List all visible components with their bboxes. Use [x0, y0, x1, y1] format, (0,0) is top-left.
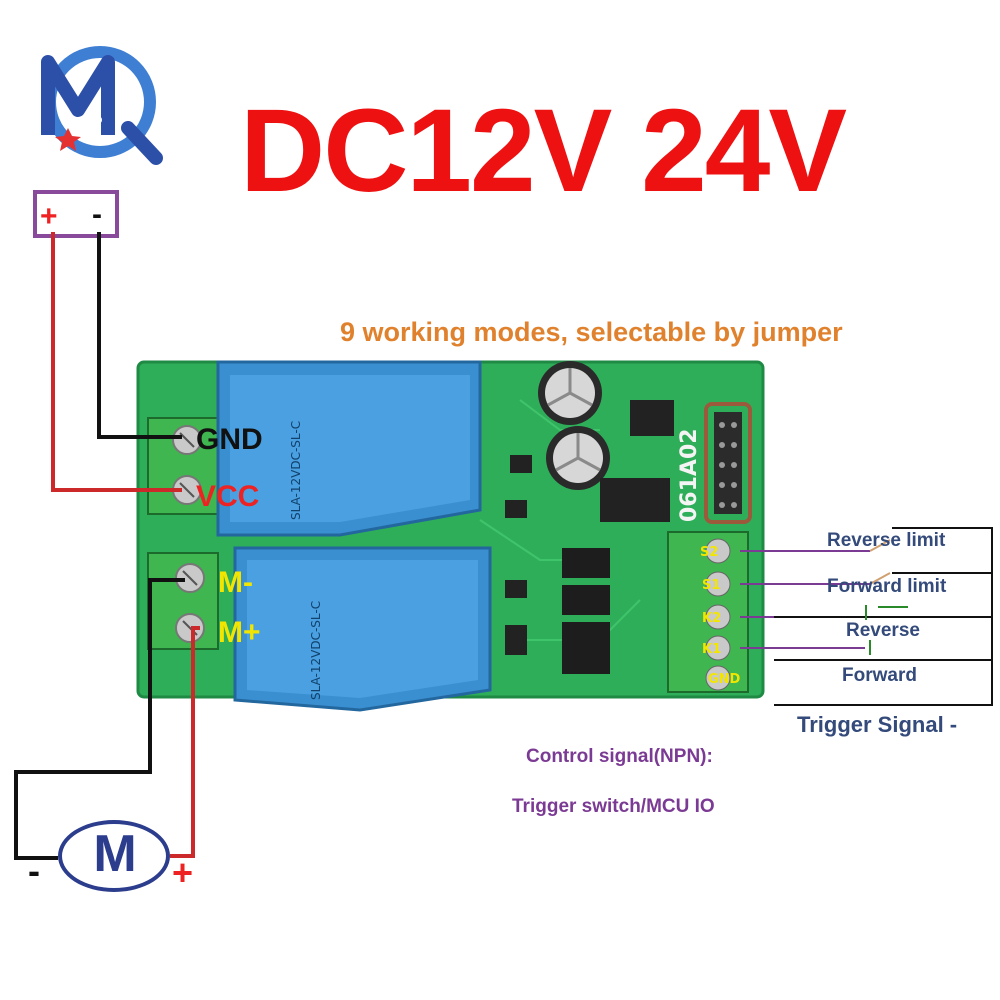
term-label-k1: K1: [702, 642, 721, 657]
jumper-header: [704, 402, 752, 524]
motor-minus-label: -: [28, 850, 40, 891]
motor-plus-label: +: [172, 852, 194, 893]
psu-minus-label: -: [92, 198, 102, 231]
optocoupler-1: [562, 548, 610, 578]
regulator: [630, 400, 674, 436]
signal-reverse: Reverse: [846, 620, 920, 641]
m-plus-label: M+: [218, 616, 261, 649]
right-terminal: [667, 531, 749, 693]
relay-bottom: SLA-12VDC-SL-C: [233, 546, 492, 712]
capacitor-1: [538, 361, 602, 425]
psu-plus-label: +: [40, 200, 58, 233]
term-label-k2: K2: [702, 611, 721, 626]
brand-logo: [41, 46, 163, 165]
motor-symbol: [58, 820, 170, 892]
trigger-switch-label: Trigger switch/MCU IO: [512, 796, 715, 817]
wire-motor-minus: [14, 578, 185, 860]
optocoupler-3: [562, 622, 610, 652]
term-label-gnd: GND: [708, 672, 741, 687]
wire-motor-plus: [170, 626, 200, 858]
left-terminal-top: [147, 417, 219, 515]
term-label-s2: S2: [700, 545, 718, 560]
signal-wiring: [740, 527, 993, 706]
gnd-label: GND: [196, 423, 263, 456]
vcc-label: VCC: [196, 480, 260, 513]
capacitor-2: [546, 426, 610, 490]
wire-vcc: [51, 232, 182, 492]
board-model: 061A02: [677, 428, 702, 522]
optocoupler-2: [562, 585, 610, 615]
relay-top: SLA-12VDC-SL-C: [216, 360, 482, 537]
optocoupler-4: [562, 652, 610, 674]
m-minus-label: M-: [218, 566, 253, 599]
relay-bottom-model: SLA-12VDC-SL-C: [309, 601, 323, 700]
signal-forward: Forward: [842, 665, 917, 686]
modes-caption: 9 working modes, selectable by jumper: [340, 317, 843, 347]
signal-reverse-limit: Reverse limit: [827, 530, 946, 551]
ic-chip: [600, 478, 670, 522]
motor-label: M: [93, 825, 137, 883]
power-supply-box: [33, 190, 119, 238]
relay-top-model: SLA-12VDC-SL-C: [289, 421, 303, 520]
trigger-signal-label: Trigger Signal -: [797, 712, 958, 737]
term-label-s1: S1: [702, 578, 720, 593]
left-terminal-bottom: [147, 552, 219, 650]
signal-forward-limit: Forward limit: [827, 576, 947, 597]
page-title: DC12V 24V: [240, 85, 847, 217]
wire-gnd: [97, 232, 182, 439]
control-signal-label: Control signal(NPN):: [526, 746, 713, 767]
